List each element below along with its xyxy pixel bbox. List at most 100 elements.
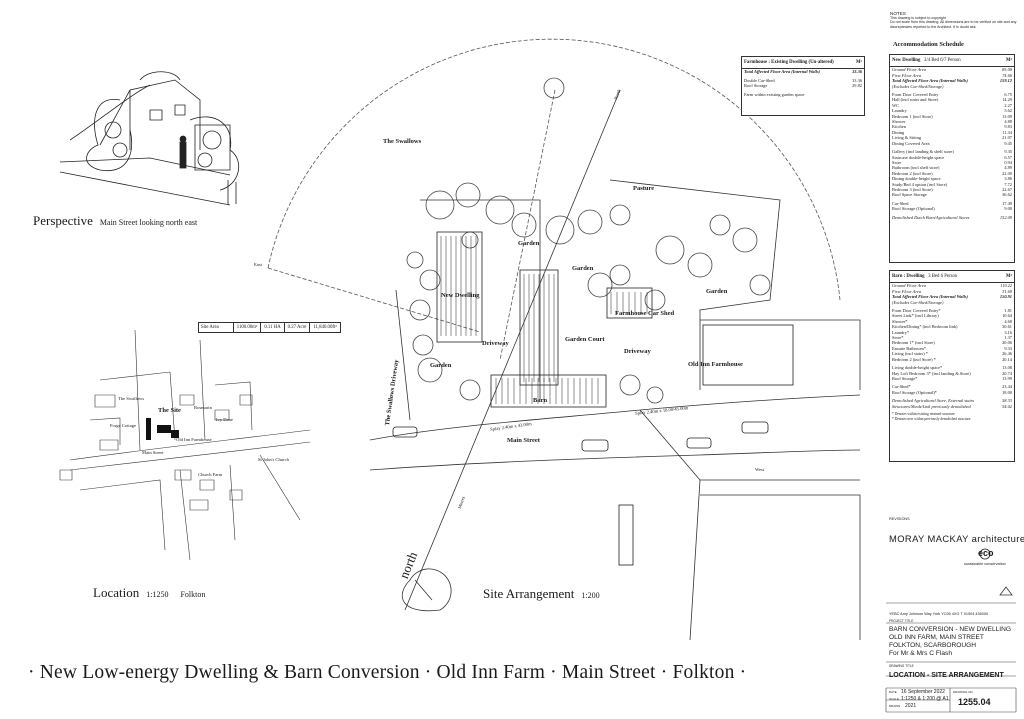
table-row: Demolished Agricultural Store, External … <box>890 398 1014 403</box>
eco-logo-ring <box>979 548 991 560</box>
row-value: 9.00 <box>1004 206 1012 212</box>
row-label: Demolished Dutch Barn/Agricultural Store… <box>892 214 970 220</box>
location-plan-lines <box>59 329 311 561</box>
table-unit: M² <box>838 57 864 70</box>
row-label: Dining Covered Area <box>892 140 930 146</box>
row-label: Dining double-height space <box>892 176 941 182</box>
site-label-main-street: Main Street <box>507 437 540 444</box>
row-value: 14.29 <box>1002 97 1012 103</box>
title-block-lines <box>885 602 1017 713</box>
project-line: OLD INN FARM, MAIN STREET <box>889 634 984 641</box>
site-label-garden: Garden <box>572 265 594 272</box>
row-value: 1.81 <box>1004 308 1012 314</box>
notes-line: discrepancies reported to the Architect.… <box>890 24 977 29</box>
row-value: 20.14 <box>1002 356 1012 362</box>
row-label: Ensuite Bathroom* <box>892 345 927 351</box>
row-label: Structures/Sheds/Link previously demolis… <box>892 403 971 409</box>
row-label: (Excludes Car-Shed/Storage) <box>892 83 944 89</box>
row-value: 11.34 <box>1002 129 1012 135</box>
row-value: 1.37 <box>1004 335 1012 341</box>
project-line: BARN CONVERSION - NEW DWELLING <box>889 626 1011 633</box>
table-row: Bedroom 2 (incl Store) *20.14 <box>890 357 1014 362</box>
row-value: 13.09 <box>1002 113 1012 119</box>
row-value: 30.61 <box>1002 324 1012 330</box>
row-value: 85.08 <box>1002 67 1012 73</box>
new-dwelling-schedule-rows: New Dwelling 3/4 Bed 6/7 Person M² Groun… <box>890 55 1014 220</box>
table-row: Dining double-height space 3.86 <box>890 176 1014 181</box>
architect-mark-icon <box>999 586 1013 596</box>
table-row: Total Affected Floor Area (Internal Wall… <box>890 78 1014 83</box>
table-row: Laundry*3.16 <box>890 330 1014 335</box>
drawn-label: DRAWN <box>889 704 901 708</box>
table-row: Bathroom (incl shelf store)4.89 <box>890 165 1014 170</box>
site-plan-title: Site Arrangement <box>483 586 575 601</box>
row-label: Bedroom 3 (incl Store) <box>892 186 933 192</box>
table-title: Farmhouse : Existing Dwelling (Un-altere… <box>742 57 838 70</box>
row-label: Ground Floor Area <box>892 67 926 73</box>
table-row: Store*1.37 <box>890 335 1014 340</box>
table-row: Bedroom 1* (incl Store) 20.06 <box>890 340 1014 345</box>
row-label: Bedroom 1* (incl Store) <box>892 340 935 346</box>
row-value: 4.89 <box>1004 165 1012 171</box>
site-label-driveway: Driveway <box>482 340 509 347</box>
row-value <box>838 92 864 97</box>
row-value: 152.09 <box>999 214 1012 220</box>
notes-line: This drawing is subject to copyright <box>890 16 946 20</box>
row-value: 4.88 <box>1004 119 1012 125</box>
row-label: Demolished Agricultural Store, External … <box>892 398 975 404</box>
loc-label-the-site: The Site <box>158 407 181 414</box>
row-value: 54.02 <box>1002 403 1012 409</box>
date-label: DATE <box>889 690 897 694</box>
drawn-value: 2021 <box>905 703 917 709</box>
perspective-caption: Perspective Main Street looking north ea… <box>33 212 197 230</box>
row-value: 26.46 <box>1002 351 1012 357</box>
row-value: 3.16 <box>1004 329 1012 335</box>
loc-label-church-farm: Church Farm <box>198 472 223 477</box>
row-value: 23.44 <box>1002 384 1012 390</box>
drawing-scale: 1:1250 & 1:200 @ A1 <box>901 696 949 702</box>
drawing-title-label: DRAWING TITLE <box>889 664 914 668</box>
row-value: 159.12 <box>999 78 1012 84</box>
row-value: 6.75 <box>1004 92 1012 98</box>
site-area-value: 11,840.00ft² <box>313 325 337 330</box>
site-label-swallows: The Swallows <box>383 138 422 145</box>
row-label: WC <box>892 102 900 108</box>
row-value: 3.86 <box>1004 176 1012 182</box>
row-value: 20.74 <box>1002 370 1012 376</box>
row-label: Living (incl stairs) * <box>892 351 928 357</box>
row-label: * Denotes within existing retained struc… <box>892 411 955 416</box>
row-label: Shower <box>892 119 906 125</box>
row-label: First Floor Area <box>892 72 922 78</box>
row-value: 20.06 <box>1002 340 1012 346</box>
row-label: Roof Storage <box>744 83 768 89</box>
table-row: Study/Bed 4 option (incl Store)7.72 <box>890 182 1014 187</box>
row-label: Kitchen/Dining* (incl Bedroom link) <box>892 324 958 330</box>
row-value: 150.91 <box>999 294 1012 300</box>
site-plan-scale: 1:200 <box>581 591 600 600</box>
table-title: New Dwelling <box>892 58 921 63</box>
row-label: Shower* <box>892 318 908 324</box>
loc-label-rosmarin: Rosmarin <box>194 405 212 410</box>
row-value: 4.68 <box>1004 318 1012 324</box>
site-buildings <box>436 231 794 408</box>
architect-name: MORAY MACKAY architecture <box>889 533 1024 544</box>
row-label: * Denotes new within previously demolish… <box>892 417 971 422</box>
table-row: Total Affected Floor Area (Internal Wall… <box>890 294 1014 299</box>
revisions-label: REVISIONS <box>889 517 910 521</box>
row-value: 7.72 <box>1004 181 1012 187</box>
row-value: 13.08 <box>1002 365 1012 371</box>
table-row: Ensuite Bathroom*9.33 <box>890 346 1014 351</box>
site-label-garden: Garden <box>518 240 540 247</box>
table-size: 3 Bed 6 Person <box>928 274 958 279</box>
notes-line: Do not scale from this drawing. All dime… <box>890 20 1017 25</box>
project-title-block: BARN CONVERSION - NEW DWELLING OLD INN F… <box>889 626 1011 658</box>
location-caption: Location 1:1250 Folkton <box>93 584 205 602</box>
loc-label-swallows: The Swallows <box>118 396 145 401</box>
